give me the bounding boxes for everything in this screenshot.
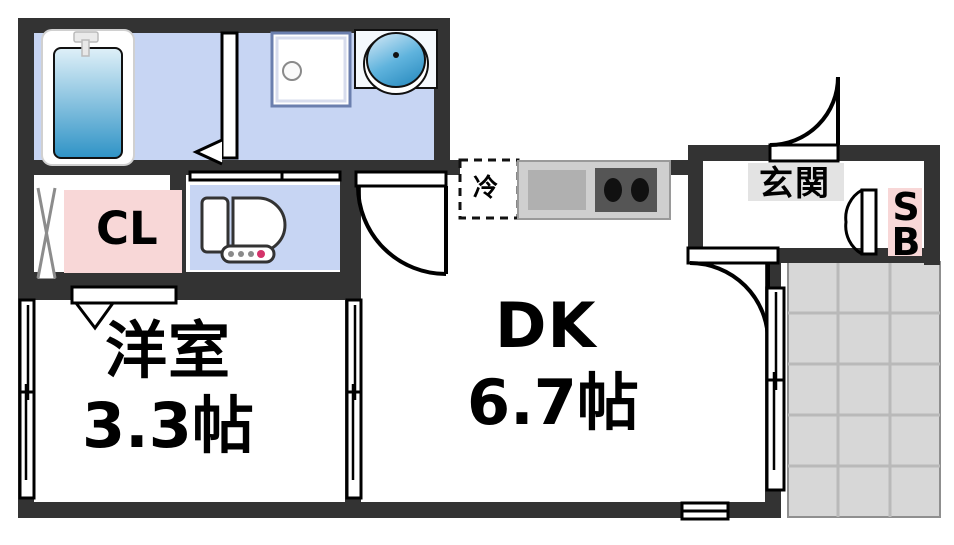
closet-folding-door[interactable]	[70, 285, 178, 331]
dk-entry-door[interactable]	[686, 246, 780, 342]
bath-folding-door[interactable]	[192, 31, 239, 166]
bath-window[interactable]	[36, 187, 57, 279]
toilet-door[interactable]	[188, 170, 342, 182]
western-room-window-right[interactable]	[345, 298, 363, 500]
entrance-label-plate	[748, 163, 844, 201]
western-room-window-left[interactable]	[18, 298, 36, 500]
shoe-box-door[interactable]	[844, 188, 878, 256]
balcony-sliding-door[interactable]	[765, 286, 786, 492]
hall-to-washroom-door[interactable]	[354, 170, 448, 276]
entrance-label: 玄関	[759, 164, 831, 204]
closet-label: CL	[96, 202, 158, 255]
refrigerator-space	[458, 158, 520, 220]
dk-south-window[interactable]	[680, 501, 730, 521]
western-room-size-label: 3.3帖	[82, 389, 254, 462]
western-room-name-label: 洋室	[105, 314, 232, 387]
entrance-door[interactable]	[768, 76, 840, 163]
bathtub-fixture	[41, 29, 135, 166]
dk-size-label: 6.7帖	[467, 366, 639, 439]
shoe-box	[888, 188, 922, 256]
dk-name-label: DK	[495, 289, 597, 362]
kitchen-counter	[517, 160, 671, 220]
closet-cl	[64, 190, 182, 273]
balcony-area	[787, 261, 941, 518]
toilet-fixture	[200, 196, 287, 264]
washing-machine-fixture	[270, 31, 352, 108]
washbasin-fixture	[354, 29, 438, 95]
refrigerator-label: 冷	[473, 173, 499, 202]
